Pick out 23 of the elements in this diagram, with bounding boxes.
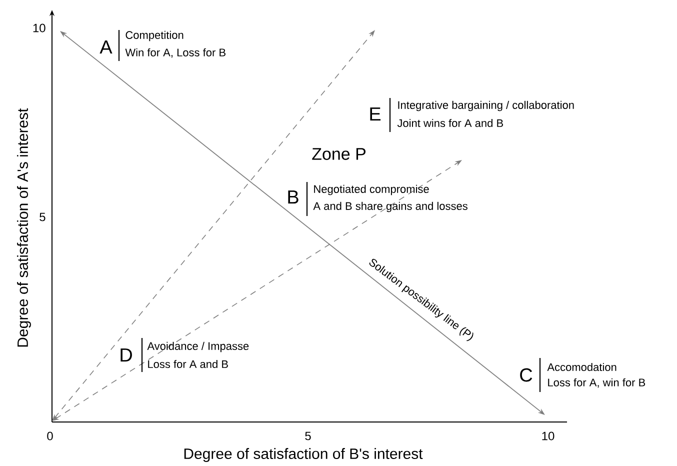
tick-label: 5 [305,432,311,440]
case-title: Competition [126,30,184,42]
tick-label: 10 [33,24,46,32]
case-description: Loss for A, win for B [548,378,646,388]
case-title: Accomodation [547,362,616,372]
case-description: Loss for A and B [148,360,228,368]
case-letter: C [520,368,532,382]
case-letter: D [120,348,132,362]
case-description: A and B share gains and losses [313,202,468,212]
case-title: Avoidance / Impasse [147,342,249,352]
tick-label: 10 [542,432,554,440]
axis-title: Degree of satisfaction of A's interest [17,108,31,347]
case-letter: E [370,107,381,121]
case-description: Win for A, Loss for B [125,48,226,58]
case-description: Joint wins for A and B [397,118,503,128]
case-letter: B [288,190,298,204]
case-title: Integrative bargaining / collaboration [398,100,574,112]
axis-title: Degree of satisfaction of B's interest [184,448,423,462]
zone-label: Zone P [312,148,366,160]
case-letter: A [100,40,112,54]
case-title: Negotiated compromise [314,184,429,196]
tick-label: 5 [40,212,46,222]
tick-label: 0 [47,432,53,440]
